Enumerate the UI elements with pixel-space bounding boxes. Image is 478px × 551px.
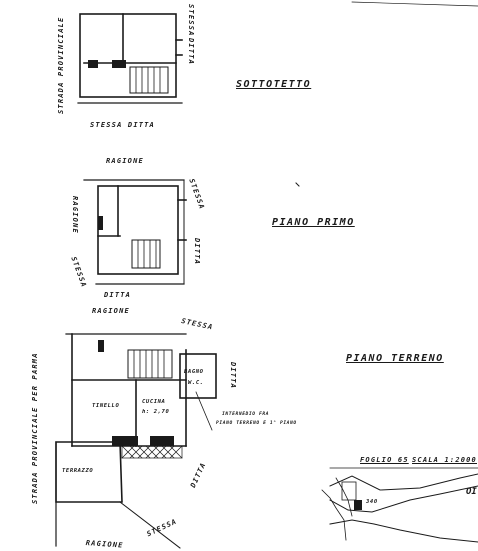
piano-primo-bottom2-label: RAGIONE [92, 307, 130, 315]
sottotetto-right-top-label: STESSA [187, 4, 195, 37]
piano-terreno-road-label: STRADA PROVINCIALE PER PARMA [31, 352, 39, 504]
sottotetto-right-mid-label: DITTA [187, 38, 195, 66]
piano-terreno-plan [55, 333, 217, 549]
sottotetto-road-label: STRADA PROVINCIALE [57, 16, 65, 114]
edge-mark: OI [466, 487, 477, 497]
piano-primo-bottom-label: DITTA [104, 291, 132, 299]
tinello-label: TINELLO [92, 403, 120, 409]
terrace-hatching [121, 445, 183, 459]
piano-terreno-title: PIANO TERRENO [346, 353, 444, 364]
wc-label: W.C. [188, 380, 204, 386]
piano-primo-left-top-label: RAGIONE [71, 196, 79, 234]
sottotetto-bottom-label: STESSA DITTA [90, 121, 155, 129]
foglio-label: FOGLIO 65 [360, 456, 409, 464]
intermediate-note-line2: PIANO TERRENO E 1° PIANO [216, 421, 297, 426]
height-label: h: 2,70 [142, 409, 170, 415]
piano-primo-title: PIANO PRIMO [272, 217, 355, 228]
piano-primo-plan [83, 179, 187, 285]
sottotetto-title: SOTTOTETTO [236, 79, 312, 90]
piano-terreno-right-label: DITTA [229, 362, 237, 390]
bagno-label: BAGNO [184, 369, 204, 375]
piano-primo-right-mid-label: DITTA [193, 238, 201, 266]
cadastral-map [321, 467, 478, 543]
scala-label: SCALA 1:2000 [412, 456, 477, 464]
intermediate-note-line1: INTERNEDIO FRA [222, 412, 270, 417]
parcel-number: 340 [366, 499, 378, 505]
piano-primo-top-label: RAGIONE [106, 157, 144, 165]
terrazzo-label: TERRAZZO [62, 468, 94, 474]
cucina-label: CUCINA [142, 399, 166, 405]
sottotetto-plan [77, 13, 183, 104]
